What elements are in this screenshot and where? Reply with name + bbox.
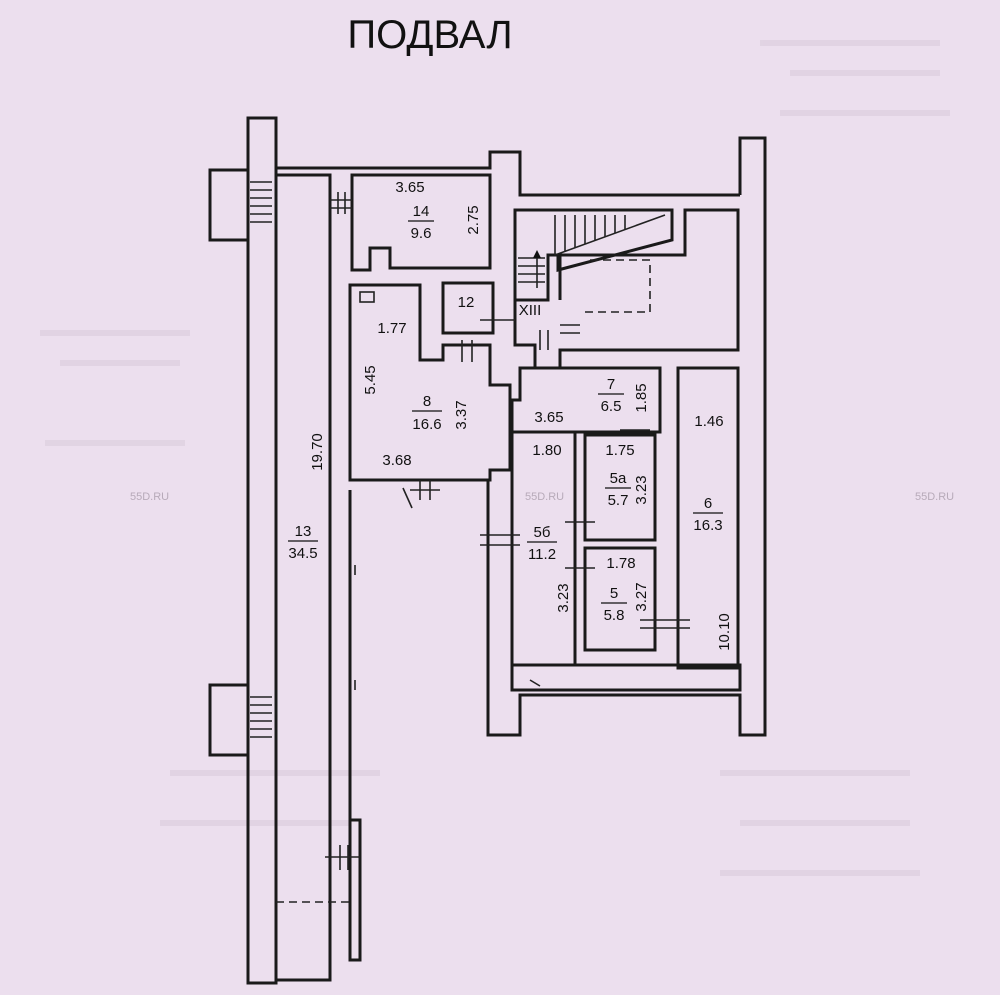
- dim-label: 1.85: [633, 383, 650, 412]
- dim-label: 2.75: [465, 205, 482, 234]
- right-wing-outer-walls: [486, 480, 765, 737]
- dim-label: 3.27: [633, 582, 650, 611]
- room-5: [583, 546, 657, 652]
- room-area-7: 6.5: [601, 398, 622, 415]
- room-area-5b: 11.2: [528, 546, 556, 563]
- background-bleed: [40, 40, 950, 876]
- dim-label: 3.23: [633, 475, 650, 504]
- room-area-5: 5.8: [604, 607, 625, 624]
- room-area-13: 34.5: [288, 545, 317, 562]
- dim-label: 1.80: [532, 442, 561, 459]
- room-area-6: 16.3: [693, 517, 722, 534]
- room-number-5b: 5б: [534, 524, 551, 541]
- lower-storage-corridor: [348, 490, 362, 962]
- watermark-left: 55D.RU: [130, 491, 169, 503]
- dim-label: 10.10: [716, 613, 733, 651]
- room-number-5: 5: [610, 585, 618, 602]
- room-labels: 14 9.6 12 8 16.6 7 6.5 5а 5.7 5б 11.2 5 …: [288, 203, 723, 624]
- dim-label: 1.46: [694, 413, 723, 430]
- corridor-13-walls: [246, 116, 767, 985]
- room-number-5a: 5а: [610, 470, 627, 487]
- dim-label: 1.78: [606, 555, 635, 572]
- watermark-center: 55D.RU: [525, 491, 564, 503]
- watermarks: 55D.RU 55D.RU 55D.RU: [130, 491, 954, 503]
- dim-label: 3.65: [395, 179, 424, 196]
- left-entry-stairs-bottom: [208, 683, 272, 757]
- room-number-14: 14: [413, 203, 430, 220]
- room-number-13: 13: [295, 523, 312, 540]
- room-roman-xiii: XIII: [519, 302, 542, 319]
- room-area-5a: 5.7: [608, 492, 629, 509]
- left-entry-stairs-top: [208, 168, 272, 242]
- room-12: [441, 281, 495, 335]
- dim-label: 19.70: [309, 433, 326, 471]
- room-14: [330, 173, 492, 272]
- dim-label: 1.75: [605, 442, 634, 459]
- room-area-14: 9.6: [411, 225, 432, 242]
- room-8: [348, 283, 512, 482]
- dim-label: 3.23: [555, 583, 572, 612]
- room-number-6: 6: [704, 495, 712, 512]
- room-number-12: 12: [458, 294, 475, 311]
- plan-title: ПОДВАЛ: [347, 13, 512, 57]
- dimension-labels: 3.65 2.75 1.77 5.45 3.37 3.68 3.65 1.85 …: [309, 179, 733, 651]
- room-number-7: 7: [607, 376, 615, 393]
- room-area-8: 16.6: [412, 416, 441, 433]
- stair-block: [513, 208, 674, 302]
- door-marks: [276, 319, 690, 903]
- dim-label: 3.37: [453, 400, 470, 429]
- dim-label: 1.77: [377, 320, 406, 337]
- room-number-8: 8: [423, 393, 431, 410]
- dim-label: 5.45: [362, 365, 379, 394]
- dim-label: 3.68: [382, 452, 411, 469]
- room-5a: [583, 429, 657, 542]
- room-6: [676, 366, 740, 670]
- dim-label: 3.65: [534, 409, 563, 426]
- watermark-right: 55D.RU: [915, 491, 954, 503]
- room-xiii-area: [513, 208, 740, 370]
